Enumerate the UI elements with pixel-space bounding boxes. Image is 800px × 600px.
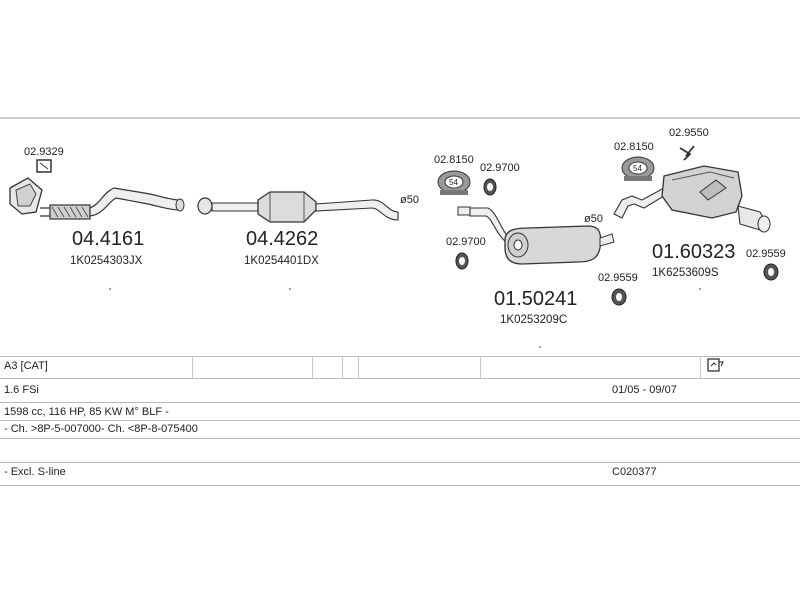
table-rule	[0, 378, 800, 379]
middle-silencer-icon[interactable]	[457, 206, 615, 265]
accessory-label-a6: 02.9550	[669, 127, 709, 139]
specs-cell: 1598 cc, 116 HP, 85 KW M° BLF -	[4, 406, 169, 418]
table-rule	[0, 420, 800, 421]
table-rule	[0, 485, 800, 486]
bracket-icon[interactable]	[679, 145, 695, 161]
application-table: A3 [CAT] 1.6 FSi 01/05 - 09/07 1598 cc, …	[0, 356, 800, 486]
table-rule	[0, 402, 800, 403]
marker-dot	[699, 288, 701, 290]
mount-rubber-icon[interactable]	[611, 288, 627, 306]
table-divider	[480, 356, 481, 378]
code-cell: C020377	[612, 466, 657, 478]
part-number-p1: 04.4161	[72, 228, 144, 250]
clamp-icon[interactable]	[36, 159, 52, 173]
accessory-label-a2: 02.8150	[434, 154, 474, 166]
table-rule	[0, 462, 800, 463]
rear-silencer-icon[interactable]	[613, 165, 771, 233]
mount-rubber-icon[interactable]	[455, 252, 469, 270]
part-number-p2: 04.4262	[246, 228, 318, 250]
catalytic-converter-icon[interactable]	[197, 191, 399, 223]
marker-dot	[289, 288, 291, 290]
table-divider	[342, 356, 343, 378]
accessory-label-a3: 02.9700	[480, 162, 520, 174]
oem-number-p2: 1K0254401DX	[244, 255, 319, 267]
front-pipe-catalyst-icon[interactable]	[9, 177, 185, 220]
accessory-label-a5: 02.8150	[614, 141, 654, 153]
ring-code-1: 54	[449, 178, 458, 187]
chassis-cell: - Ch. >8P-5-007000- Ch. <8P-8-075400	[4, 423, 198, 435]
table-divider	[358, 356, 359, 378]
table-divider	[312, 356, 313, 378]
rubber-hanger-icon[interactable]	[437, 170, 471, 195]
table-rule	[0, 356, 800, 357]
table-divider	[700, 356, 701, 378]
period-cell: 01/05 - 09/07	[612, 384, 677, 396]
table-divider	[192, 356, 193, 378]
mount-rubber-icon[interactable]	[483, 178, 497, 196]
model-cell: A3 [CAT]	[4, 360, 48, 372]
marker-dot	[539, 346, 541, 348]
oem-number-p4: 1K6253609S	[652, 267, 719, 279]
accessory-label-a7: 02.9559	[598, 272, 638, 284]
rubber-hanger-icon[interactable]	[621, 156, 655, 181]
engine-cell: 1.6 FSi	[4, 384, 39, 396]
accessory-label-a1: 02.9329	[24, 146, 64, 158]
part-number-p3: 01.50241	[494, 288, 577, 310]
ring-code-2: 54	[633, 164, 642, 173]
oem-number-p3: 1K0253209C	[500, 314, 567, 326]
accessory-label-a8: 02.9559	[746, 248, 786, 260]
part-number-p4: 01.60323	[652, 241, 735, 263]
oem-number-p1: 1K0254303JX	[70, 255, 143, 267]
diameter-label-1: ø50	[400, 194, 419, 206]
document-icon[interactable]	[706, 357, 726, 373]
table-rule	[0, 438, 800, 439]
marker-dot	[109, 288, 111, 290]
diameter-label-2: ø50	[584, 213, 603, 225]
note-cell: - Excl. S-line	[4, 466, 66, 478]
mount-rubber-icon[interactable]	[763, 263, 779, 281]
accessory-label-a4: 02.9700	[446, 236, 486, 248]
